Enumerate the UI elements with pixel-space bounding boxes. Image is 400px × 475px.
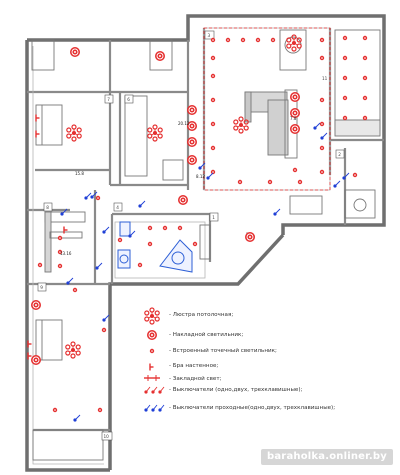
furniture xyxy=(31,29,381,461)
legend-spot-light-icon xyxy=(149,348,155,354)
watermark: baraholka.onliner.by xyxy=(261,449,393,465)
legend-icons xyxy=(144,307,165,412)
ceiling-zone xyxy=(203,27,331,191)
room-labels: 7 6 3 2 4 1 9 10 8 5 11 xyxy=(37,30,345,441)
interior-walls xyxy=(27,28,384,432)
legend-switch-icon xyxy=(144,386,165,394)
room-label-7: 7 xyxy=(107,97,110,102)
room-label-10: 10 xyxy=(104,434,110,439)
room-label-1: 1 xyxy=(212,215,215,220)
legend-hidden-light-label: - Закладной свет; xyxy=(169,376,222,382)
legend-spot-light-label: - Встроенный точечный светильник; xyxy=(169,348,277,354)
room-label-6: 6 xyxy=(127,97,130,102)
legend-pass-switch-icon xyxy=(144,404,165,412)
legend-chandelier-label: - Люстра потолочная; xyxy=(169,312,234,318)
legend-sconce-label: - Бра настенное; xyxy=(169,363,219,369)
svg-text:15.8: 15.8 xyxy=(75,171,84,176)
room-label-3: 3 xyxy=(208,33,211,38)
room-label-9: 9 xyxy=(40,285,43,290)
legend-pass-switch-label: - Выключатели проходные(одно,двух, трехк… xyxy=(169,405,336,411)
svg-text:20.12: 20.12 xyxy=(178,121,190,126)
legend-surface-light-icon xyxy=(146,329,158,341)
legend-chandelier-icon xyxy=(144,307,160,325)
bath-fixture xyxy=(117,221,193,273)
legend-surface-light-label: - Накладной светильник; xyxy=(169,332,244,338)
legend-sconce-icon xyxy=(149,362,155,372)
svg-text:13.16: 13.16 xyxy=(60,251,72,256)
svg-text:8.12: 8.12 xyxy=(196,174,205,179)
legend-hidden-light-icon xyxy=(144,375,160,381)
room-label-8: 8 xyxy=(46,205,49,210)
room-label-4: 4 xyxy=(116,205,119,210)
svg-text:7.8: 7.8 xyxy=(290,116,297,121)
legend-switch-label: - Выключатели (одно,двух, трехклавишные)… xyxy=(169,387,303,393)
room-label-11: 11 xyxy=(322,76,328,81)
room-label-2: 2 xyxy=(338,152,341,157)
